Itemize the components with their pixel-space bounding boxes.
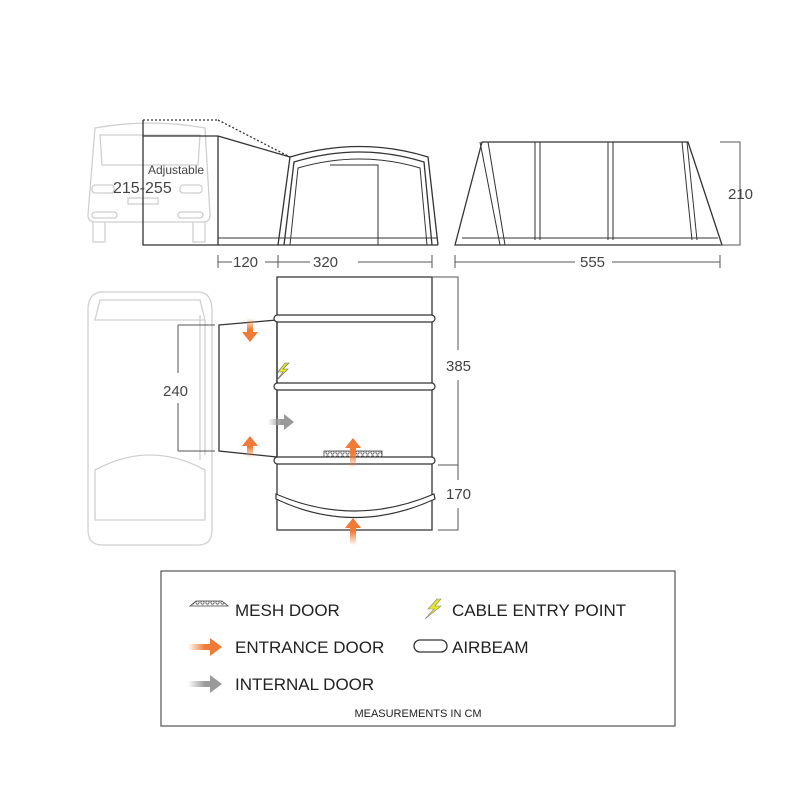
entrance-door-arrow-icon (242, 436, 258, 458)
legend-label: INTERNAL DOOR (235, 675, 374, 694)
side-dimension-lines (217, 255, 433, 268)
entrance-door-arrow-icon (188, 638, 222, 656)
end-view (454, 141, 741, 268)
airbeam (273, 314, 436, 323)
airbeams (273, 314, 436, 519)
van-rear-view (87, 122, 211, 243)
dim-main: 385 (446, 358, 471, 375)
entrance-door-arrow-icon (345, 438, 361, 468)
entrance-door-arrows (242, 318, 361, 545)
dim-height: 210 (728, 186, 753, 203)
airbeam-icon (413, 639, 448, 653)
legend-label: AIRBEAM (452, 638, 529, 657)
airbeam (273, 382, 436, 391)
height-range-label: 215-255 (113, 180, 172, 197)
airbeam (275, 493, 436, 519)
legend-label: MESH DOOR (235, 601, 340, 620)
internal-door-arrow-icon (188, 675, 222, 693)
dim-width: 240 (163, 383, 188, 400)
dim-tent: 320 (313, 254, 338, 271)
legend-label: ENTRANCE DOOR (235, 638, 384, 657)
dim-porch: 170 (446, 486, 471, 503)
legend: MESH DOOR CABLE ENTRY POINT ENTRANCE DOO… (160, 570, 676, 727)
cable-entry-icon (275, 362, 290, 382)
side-view (142, 119, 439, 246)
dim-canopy: 120 (233, 254, 258, 271)
entrance-door-arrow-icon (242, 318, 258, 342)
legend-footer: MEASUREMENTS IN CM (354, 708, 481, 720)
entrance-door-arrow-icon (345, 518, 361, 545)
mesh-door-icon (188, 600, 230, 607)
van-top-view (87, 291, 213, 546)
dim-length: 555 (580, 254, 605, 271)
adjustable-label: Adjustable (148, 163, 204, 177)
legend-label: CABLE ENTRY POINT (452, 601, 626, 620)
internal-door-arrow-icon (268, 414, 294, 430)
cable-entry-icon (424, 598, 442, 620)
